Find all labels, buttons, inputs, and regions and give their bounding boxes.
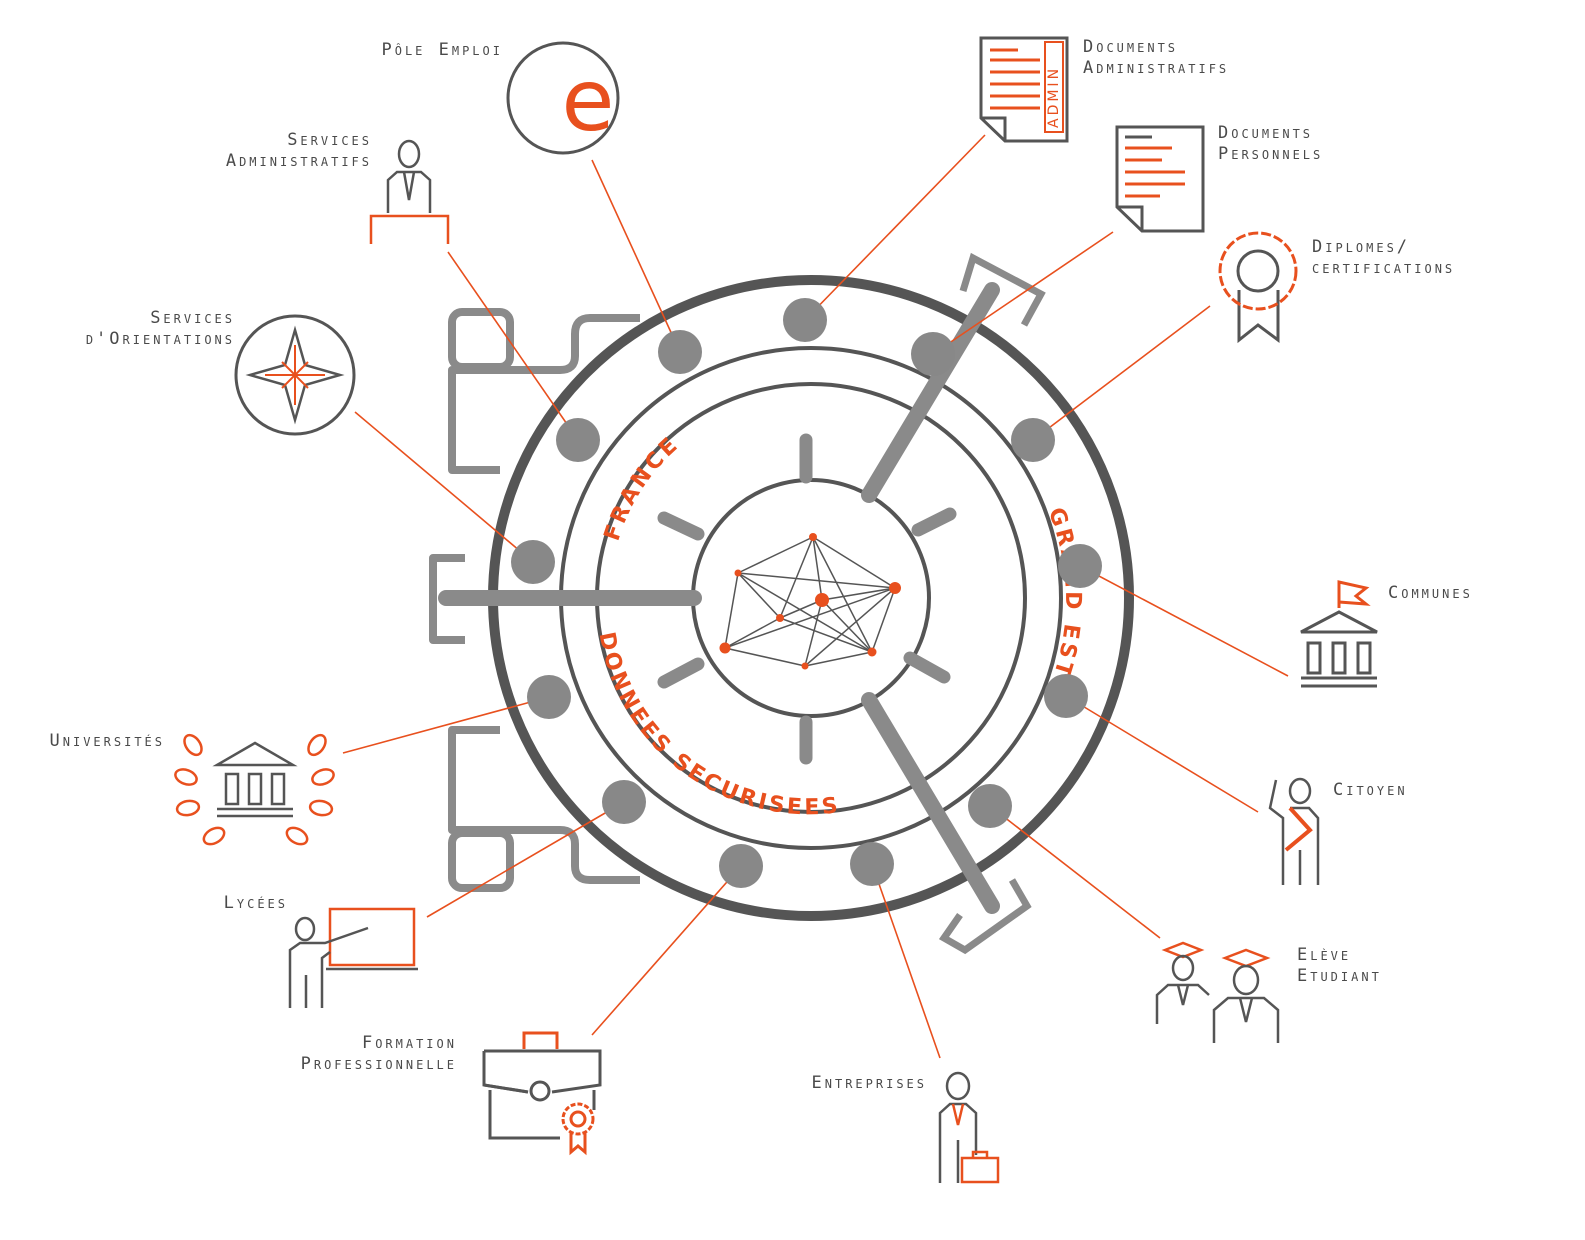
university-icon: [174, 733, 335, 846]
personal-document-icon: [1115, 125, 1205, 233]
label-citoyen: Citoyen: [1333, 780, 1408, 800]
ring-nodes: [511, 298, 1102, 888]
compass-icon: [234, 314, 356, 436]
core-ring: [691, 478, 931, 718]
svg-text:e: e: [562, 51, 615, 151]
label-entreprises: Entreprises: [811, 1073, 927, 1093]
spokes: [657, 433, 957, 765]
handle-brackets: [938, 252, 1046, 955]
label-universites: Universités: [49, 731, 165, 751]
teacher-board-icon: [288, 907, 418, 1008]
label-eleve-etudiant: Elève Etudiant: [1297, 945, 1382, 986]
diploma-rosette-icon: [1218, 231, 1298, 344]
network-core: [724, 536, 896, 667]
citizen-icon: [1268, 777, 1320, 885]
pole-emploi-icon: e: [506, 41, 620, 155]
vault-hinges: [429, 308, 640, 892]
label-pole-emploi: Pôle Emploi: [381, 40, 503, 60]
connector-lines: [342, 134, 1289, 1059]
briefcase-icon: [482, 1031, 602, 1156]
network-nodes: [719, 533, 901, 670]
label-services-orientations: Services d'Orientations: [85, 308, 235, 349]
label-documents-administratifs: Documents Administratifs: [1083, 37, 1230, 78]
label-diplomes: Diplomes/ certifications: [1312, 237, 1456, 278]
desk-person-icon: [369, 139, 450, 244]
town-hall-icon: [1300, 580, 1378, 688]
admin-document-icon: ADMIN: [979, 36, 1069, 143]
svg-text:ADMIN: ADMIN: [1046, 66, 1062, 128]
label-formation-professionnelle: Formation Professionnelle: [300, 1033, 457, 1074]
students-icon: [1155, 941, 1280, 1043]
label-services-administratifs: Services Administratifs: [225, 130, 372, 171]
label-communes: Communes: [1388, 583, 1473, 603]
businessman-icon: [938, 1071, 1000, 1184]
vault-handle: [438, 282, 1000, 914]
label-lycees: Lycées: [223, 893, 288, 913]
label-documents-personnels: Documents Personnels: [1218, 123, 1324, 164]
ring-text-grand-est: GRAND EST: [1043, 504, 1085, 682]
